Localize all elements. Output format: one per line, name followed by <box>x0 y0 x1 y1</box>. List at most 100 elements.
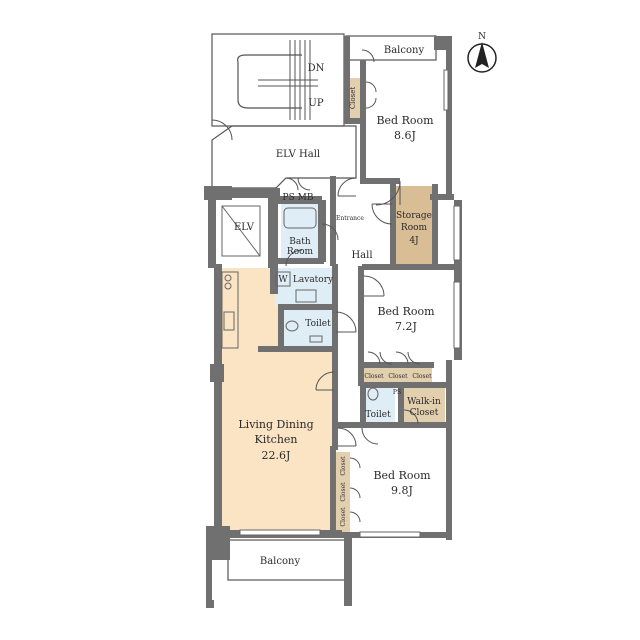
window-ldk-bottom <box>239 529 321 536</box>
wall-bed1-bottom <box>344 118 366 124</box>
wall-entrance-right <box>330 176 336 266</box>
door-hall-left <box>321 223 339 241</box>
wall-ldk-left-upper <box>214 264 222 364</box>
bathtub <box>283 207 317 229</box>
label-walkin-1: Walk-in <box>407 397 441 407</box>
label-bed2-size: 7.2J <box>395 320 417 333</box>
storage-floor <box>394 186 434 266</box>
wall-bed3-left <box>330 446 336 536</box>
wall-bed2-left <box>358 266 364 386</box>
label-lavatory-w: W <box>278 275 288 285</box>
label-balcony-top: Balcony <box>384 45 425 56</box>
wall-bed1-left <box>360 60 366 184</box>
washer <box>275 271 291 287</box>
label-toilet2: Toilet <box>365 410 391 420</box>
label-storage-1: Storage <box>396 211 432 221</box>
stair-treads <box>258 40 318 120</box>
label-elv: ELV <box>234 222 255 233</box>
wall-closets-row-top <box>362 362 434 368</box>
label-closet-col-1: Closet <box>340 456 347 476</box>
label-bed3-name: Bed Room <box>373 469 431 482</box>
elevator-x <box>221 205 261 257</box>
compass-letter: N <box>478 32 486 42</box>
door-closet-row <box>367 351 421 365</box>
label-toilet1: Toilet <box>305 319 331 329</box>
label-closet-row-3: Closet <box>412 373 432 380</box>
windows <box>239 69 461 538</box>
wall-bath-bottom <box>278 258 324 264</box>
label-bed3-size: 9.8J <box>391 484 413 497</box>
wall-ldk-right <box>332 264 338 450</box>
label-walkin-2: Closet <box>410 408 439 418</box>
toilet2-bowl <box>367 387 379 401</box>
wall-elv-right <box>268 196 278 268</box>
door-closets-col <box>349 457 361 523</box>
door-bed3 <box>337 427 357 447</box>
wall-ldk-left <box>214 382 222 528</box>
label-ldk-2: Kitchen <box>255 433 298 446</box>
label-elv-hall: ELV Hall <box>276 149 320 160</box>
label-storage-2: Room <box>401 223 428 233</box>
stove-burner <box>224 282 232 290</box>
toilet1-tank <box>309 335 323 343</box>
toilet1-floor <box>283 310 333 346</box>
wall-toilet-left <box>278 304 284 348</box>
label-bed1-name: Bed Room <box>376 114 434 127</box>
fixtures <box>221 205 379 401</box>
wall-bath-right <box>318 200 326 262</box>
door-ldk <box>315 371 335 391</box>
toilet1-bowl <box>285 320 299 332</box>
label-bed2-name: Bed Room <box>377 305 435 318</box>
door-bed1 <box>375 180 401 206</box>
label-closet-row-1: Closet <box>364 373 384 380</box>
label-lavatory: Lavatory <box>293 275 334 285</box>
label-storage-size: 4J <box>409 236 419 246</box>
label-closet-top: Closet <box>349 87 357 110</box>
closets-row-floor <box>362 367 432 383</box>
elv-hall-outline <box>211 125 357 189</box>
wall-balcony-bottom-right <box>344 534 352 606</box>
wall-right-upper <box>434 36 452 50</box>
door-balcony-top <box>361 49 375 63</box>
kitchen-counter <box>221 271 239 349</box>
kitchen-sink <box>223 311 235 331</box>
window-bed3-bottom <box>359 531 421 538</box>
door-bed2 <box>363 275 385 297</box>
door-storage <box>371 203 393 225</box>
label-bed1-size: 8.6J <box>394 129 416 142</box>
wall-ldk-pillar <box>210 364 224 382</box>
door-ps <box>285 177 311 191</box>
wall-stair-bottom <box>344 36 350 122</box>
wall-closets-row-bottom <box>362 382 446 388</box>
wall-ldk-inner-v <box>270 264 278 294</box>
wall-right-a <box>446 50 452 200</box>
wall-right-b <box>454 200 462 360</box>
label-bath-1: Bath <box>289 237 311 247</box>
label-ps-small: PS <box>393 389 401 396</box>
elevator-car <box>221 205 261 257</box>
door-toilet1 <box>335 311 357 333</box>
wall-ldk-bottom-left2 <box>206 556 212 608</box>
doors <box>211 49 421 523</box>
label-bath-2: Room <box>287 247 314 257</box>
window-storage <box>453 205 461 261</box>
wall-storage-bottom <box>362 264 458 270</box>
bath-floor <box>281 204 321 260</box>
washbasin <box>295 289 317 303</box>
labels: Balcony DN UP Closet Bed Room 8.6J ELV H… <box>234 45 441 567</box>
label-closet-col-3: Closet <box>340 507 347 527</box>
door-walkin <box>403 409 419 425</box>
ldk-floor-upper-notch <box>221 268 273 352</box>
window-bed1 <box>443 69 449 111</box>
label-closet-row-2: Closet <box>388 373 408 380</box>
label-closet-col-2: Closet <box>340 482 347 502</box>
wall-lav-bottom <box>278 304 334 310</box>
label-ps-mb: PS MB <box>283 193 314 203</box>
wall-bed1-lower <box>360 178 400 184</box>
label-stair-up: UP <box>308 98 323 109</box>
closets-col-floor <box>335 452 350 532</box>
wall-balcony-bottom-edge <box>206 600 214 608</box>
wall-right-c <box>446 360 452 540</box>
door-bed3b <box>361 427 379 445</box>
door-entrance <box>337 177 357 197</box>
